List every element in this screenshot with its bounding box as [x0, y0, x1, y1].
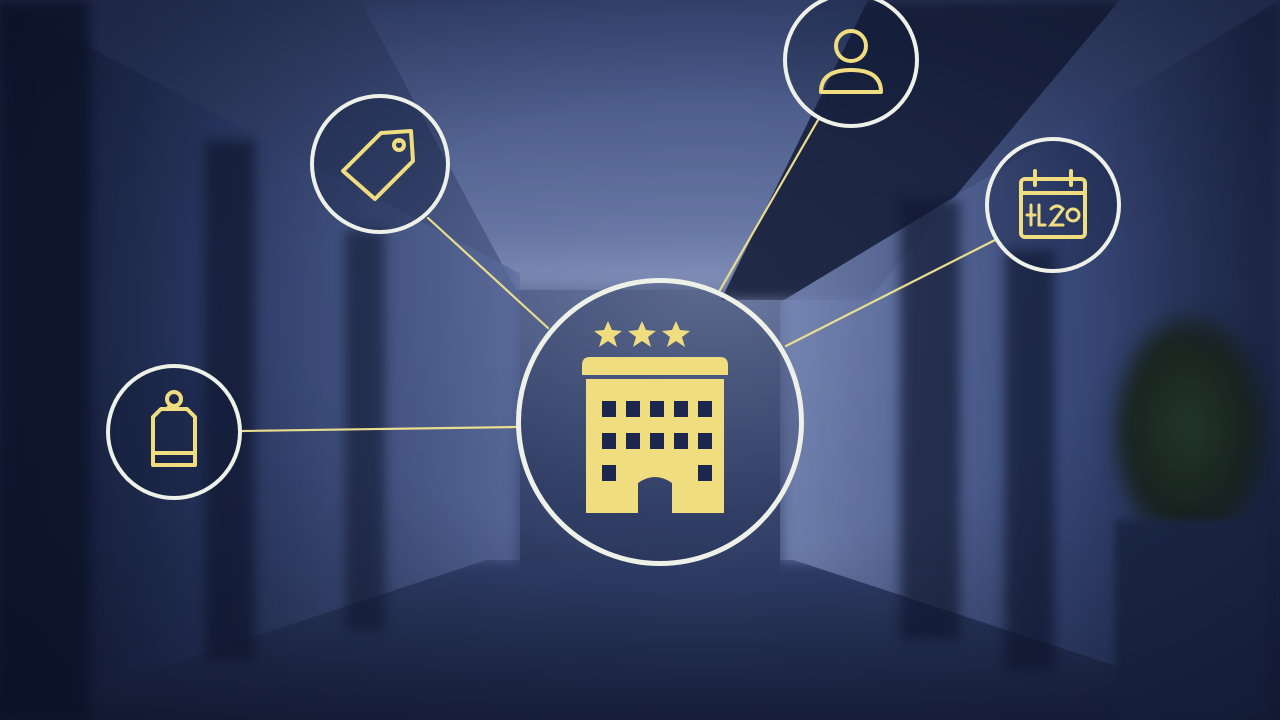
connector-price-tag — [426, 216, 550, 330]
star-icon — [662, 321, 690, 347]
calendar-icon — [1019, 169, 1087, 239]
connector-calendar — [784, 238, 997, 348]
price-tag-node[interactable] — [310, 94, 450, 234]
star-icon — [628, 321, 656, 347]
user-node[interactable] — [783, 0, 919, 128]
luggage-tag-node[interactable] — [106, 364, 242, 500]
connector-user — [718, 118, 820, 292]
user-icon — [819, 29, 883, 94]
calendar-node[interactable] — [985, 137, 1121, 273]
hotel-hub[interactable] — [516, 278, 804, 566]
connector-luggage-tag — [240, 425, 518, 433]
hotel-building-icon — [582, 321, 728, 513]
luggage-tag-icon — [151, 390, 197, 467]
price-tag-icon — [341, 129, 415, 201]
star-icon — [594, 321, 622, 347]
